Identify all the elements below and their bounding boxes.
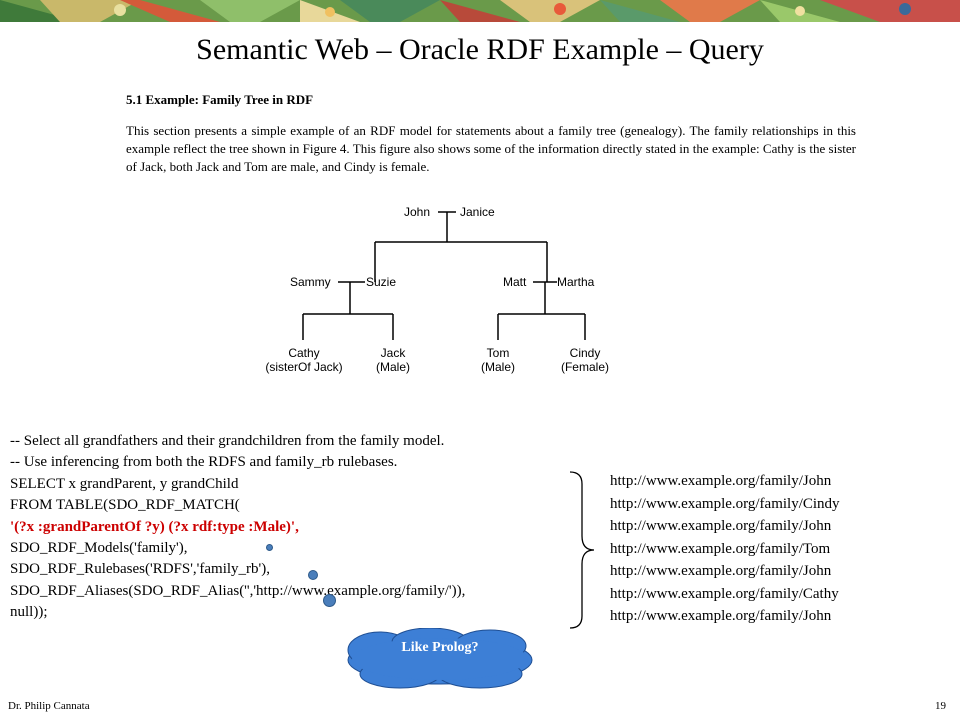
result-row: http://www.example.org/family/John <box>610 563 832 579</box>
result-row: http://www.example.org/family/John <box>610 518 832 534</box>
query-end-line: null)); <box>10 604 48 621</box>
callout-text: Like Prolog? <box>401 640 479 655</box>
cloud-tail-dot <box>266 544 273 551</box>
query-results: http://www.example.org/family/John http:… <box>610 470 840 628</box>
tree-node-jack-note: (Male) <box>375 360 410 374</box>
result-row: http://www.example.org/family/John <box>610 608 832 624</box>
cloud-tail-dot <box>308 570 318 580</box>
family-tree-diagram: John Janice Sammy Suzie Matt Martha Cath… <box>250 200 650 380</box>
tree-node-jack: Jack (Male) <box>368 346 418 374</box>
tree-node-jack-name: Jack <box>380 346 406 360</box>
query-from-line: FROM TABLE(SDO_RDF_MATCH( <box>10 497 240 514</box>
tree-node-tom: Tom (Male) <box>473 346 523 374</box>
section-heading: 5.1 Example: Family Tree in RDF <box>126 92 314 107</box>
cloud-tail-dot <box>323 594 336 607</box>
footer-author: Dr. Philip Cannata <box>8 700 90 712</box>
result-brace <box>569 471 595 629</box>
document-excerpt: 5.1 Example: Family Tree in RDF This sec… <box>126 92 866 176</box>
slide-number: 19 <box>935 700 946 712</box>
tree-node-cathy-name: Cathy <box>288 346 320 360</box>
section-paragraph: This section presents a simple example o… <box>126 123 856 174</box>
tree-node-martha: Martha <box>557 275 595 289</box>
tree-node-matt: Matt <box>503 275 527 289</box>
tree-node-tom-name: Tom <box>486 346 510 360</box>
query-models-line: SDO_RDF_Models('family'), <box>10 540 188 557</box>
decorative-banner <box>0 0 960 22</box>
tree-node-cindy-note: (Female) <box>560 360 609 374</box>
tree-node-janice: Janice <box>460 205 495 219</box>
result-row: http://www.example.org/family/John <box>610 473 832 489</box>
result-row: http://www.example.org/family/Cindy <box>610 495 840 512</box>
tree-node-suzie: Suzie <box>366 275 397 289</box>
query-rulebases-line: SDO_RDF_Rulebases('RDFS','family_rb'), <box>10 561 270 578</box>
tree-node-cindy-name: Cindy <box>569 346 601 360</box>
family-tree-lines <box>302 211 586 340</box>
tree-node-tom-note: (Male) <box>480 360 515 374</box>
query-aliases-line: SDO_RDF_Aliases(SDO_RDF_Alias('','http:/… <box>10 582 466 599</box>
tree-node-cathy: Cathy (sisterOf Jack) <box>264 346 344 374</box>
sparql-query-code: -- Select all grandfathers and their gra… <box>10 431 600 624</box>
tree-node-cathy-note: (sisterOf Jack) <box>265 360 343 374</box>
tree-node-cindy: Cindy (Female) <box>555 346 615 374</box>
slide-title: Semantic Web – Oracle RDF Example – Quer… <box>196 33 764 66</box>
tree-node-john: John <box>404 205 431 219</box>
query-pattern-line: '(?x :grandParentOf ?y) (?x rdf:type :Ma… <box>10 518 299 535</box>
query-comment-line: -- Select all grandfathers and their gra… <box>10 433 445 449</box>
result-row: http://www.example.org/family/Cathy <box>610 585 839 602</box>
query-select-line: SELECT x grandParent, y grandChild <box>10 475 239 492</box>
tree-node-sammy: Sammy <box>290 275 331 289</box>
result-row: http://www.example.org/family/Tom <box>610 540 831 557</box>
thought-cloud <box>347 628 533 689</box>
query-comment-line: -- Use inferencing from both the RDFS an… <box>10 454 398 471</box>
